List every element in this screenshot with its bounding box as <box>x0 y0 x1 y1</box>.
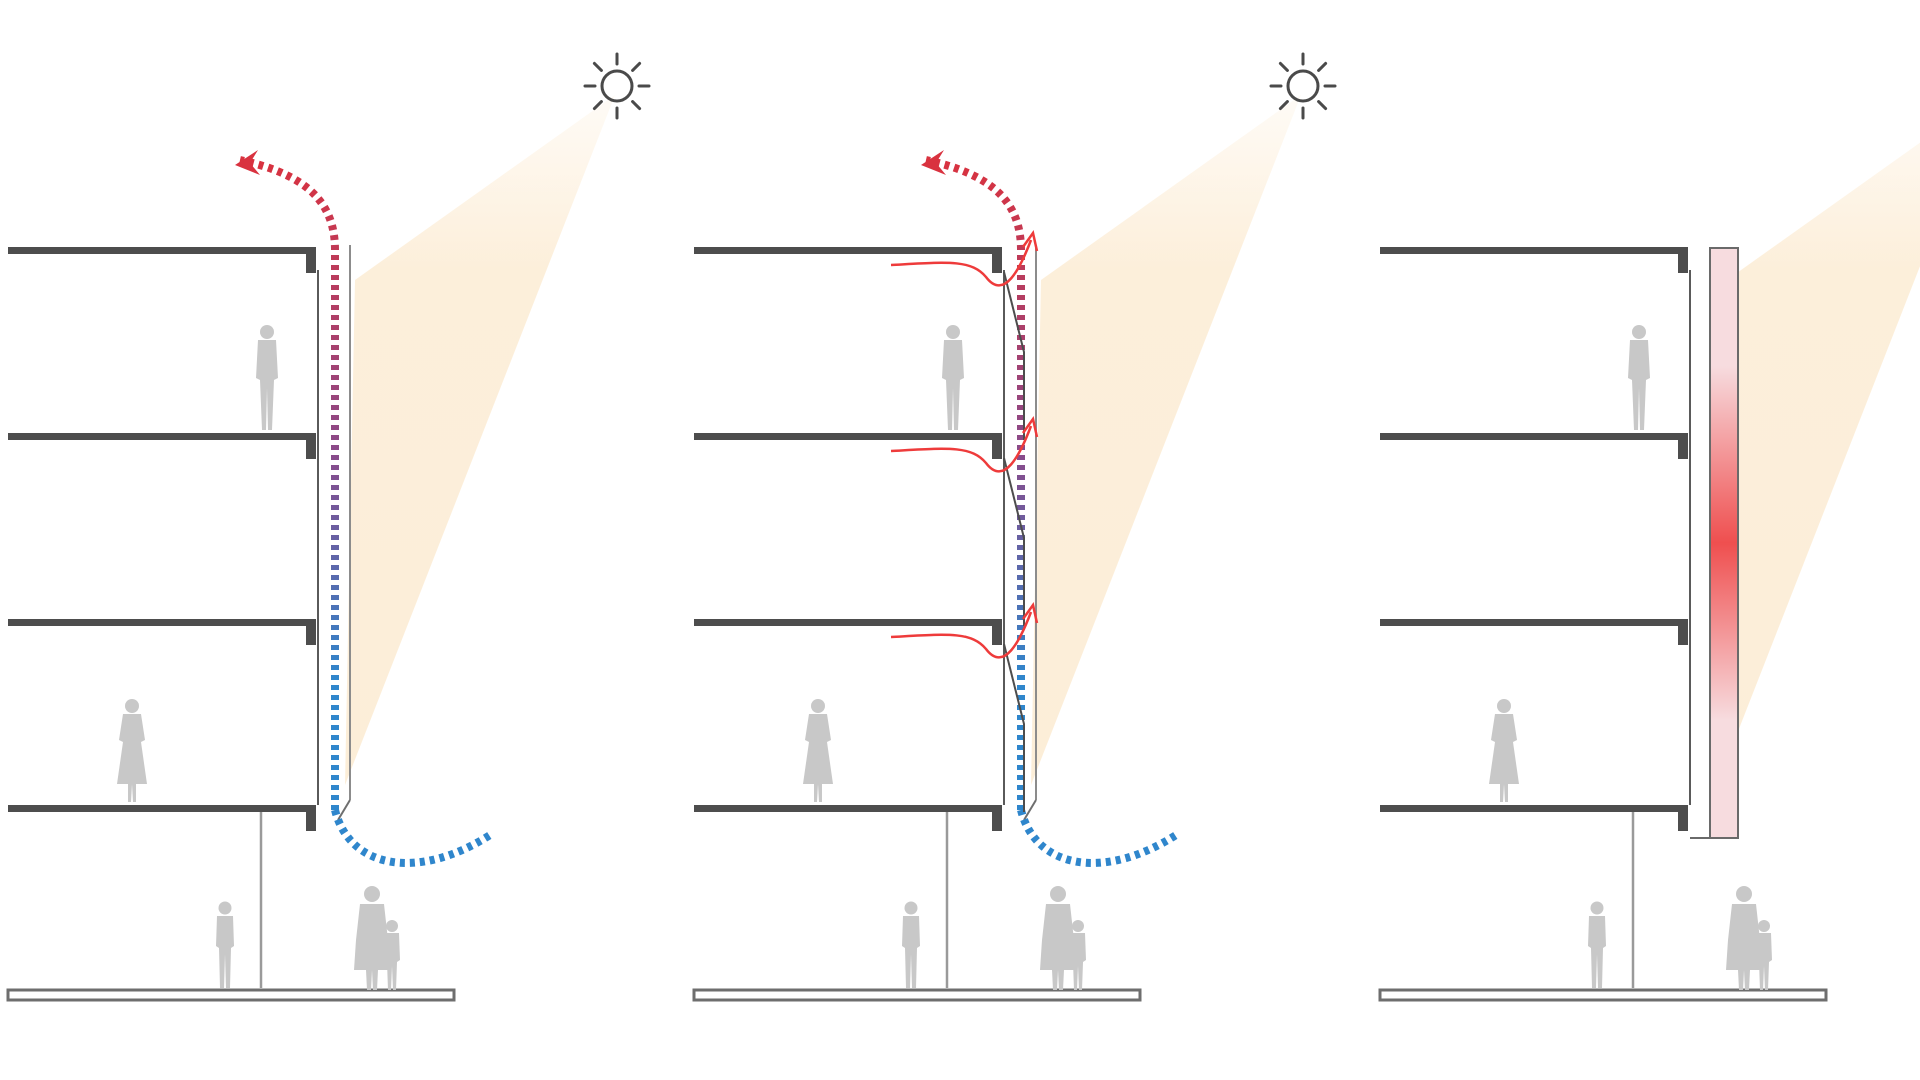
panels <box>6 52 1920 1002</box>
person-icon <box>902 901 920 988</box>
floor-slab <box>8 619 314 626</box>
vent-opening <box>1003 457 1025 626</box>
vent-opening <box>1003 643 1025 812</box>
sunbeam <box>345 95 615 785</box>
panel-natural-stack-ventilation <box>6 52 651 1002</box>
person-icon <box>803 699 833 802</box>
slab-edge <box>992 433 1002 459</box>
floor-slab <box>694 247 1000 254</box>
vent-opening <box>1003 271 1025 440</box>
slab-edge <box>306 619 316 645</box>
ground-line <box>692 988 1142 1002</box>
flow-arrow-icon <box>1021 601 1039 624</box>
ground-line <box>1378 988 1828 1002</box>
floor-slab <box>1380 247 1686 254</box>
warm-air-flow <box>890 425 1033 473</box>
heated-cladding-panel <box>1709 247 1739 839</box>
floor-slab <box>1380 433 1686 440</box>
person-icon <box>1588 901 1606 988</box>
panel-ventilated-double-facade <box>692 52 1337 1002</box>
ground-line <box>6 988 456 1002</box>
slab-edge <box>1678 805 1688 831</box>
glazing-base <box>1023 799 1037 821</box>
slab-edge <box>1678 247 1688 273</box>
person-icon <box>256 325 278 430</box>
air-arrowhead <box>235 150 260 175</box>
sun-icon <box>583 52 651 120</box>
floor-slab <box>1380 805 1686 812</box>
warm-air-flow <box>890 239 1033 287</box>
person-icon <box>216 901 234 988</box>
floor-slab <box>1380 619 1686 626</box>
rising-air-stream <box>925 156 1025 810</box>
slab-edge <box>1678 619 1688 645</box>
panel-heated-cladding-facade <box>1378 142 1920 1002</box>
floor-slab <box>8 433 314 440</box>
slab-edge <box>1678 433 1688 459</box>
air-arrowhead <box>921 150 946 175</box>
warm-air-flow <box>890 611 1033 659</box>
floor-slab <box>694 433 1000 440</box>
slab-edge <box>306 805 316 831</box>
slab-edge <box>992 805 1002 831</box>
person-group-icon <box>1040 886 1086 990</box>
slab-edge <box>306 433 316 459</box>
sunbeam <box>1031 95 1301 785</box>
person-icon <box>117 699 147 802</box>
slab-edge <box>992 247 1002 273</box>
sunbeam <box>1717 142 1920 785</box>
person-icon <box>942 325 964 430</box>
rising-air-stream <box>239 156 339 810</box>
person-icon <box>1489 699 1519 802</box>
cool-air-intake <box>1017 808 1179 867</box>
floor-slab <box>694 805 1000 812</box>
person-icon <box>1628 325 1650 430</box>
flow-arrow-icon <box>1021 415 1039 438</box>
slab-edge <box>306 247 316 273</box>
slab-edge <box>992 619 1002 645</box>
floor-slab <box>694 619 1000 626</box>
person-group-icon <box>354 886 400 990</box>
flow-arrow-icon <box>1021 229 1039 252</box>
sun-icon <box>1269 52 1337 120</box>
cool-air-intake <box>331 808 493 867</box>
glazing-base <box>337 799 351 821</box>
floor-slab <box>8 805 314 812</box>
person-group-icon <box>1726 886 1772 990</box>
floor-slab <box>8 247 314 254</box>
